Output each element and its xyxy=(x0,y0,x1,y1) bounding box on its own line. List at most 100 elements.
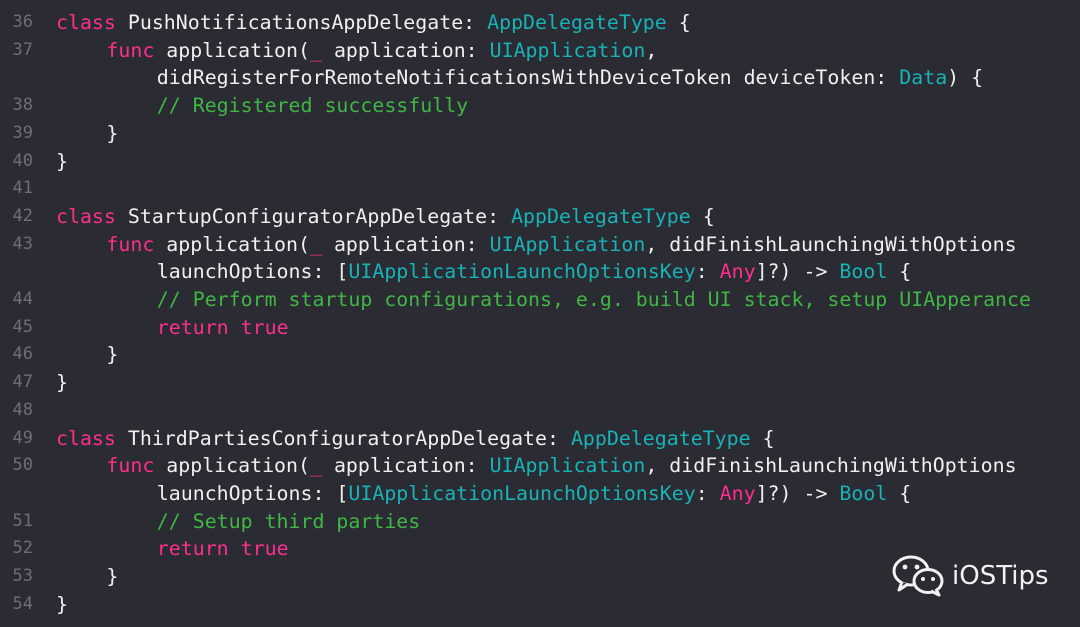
code-token: true xyxy=(240,537,289,561)
code-token: // Registered successfully xyxy=(156,94,469,118)
code-token: AppDelegateType xyxy=(511,204,691,228)
code-token: } xyxy=(106,121,119,145)
wechat-icon xyxy=(892,555,944,597)
code-text: } xyxy=(106,563,118,590)
line-number: 53 xyxy=(12,566,33,586)
code-line[interactable]: didRegisterForRemoteNotificationsWithDev… xyxy=(0,64,1080,91)
code-token: application: xyxy=(321,38,490,62)
line-number: 39 xyxy=(12,122,33,143)
code-token: application: xyxy=(321,232,490,256)
code-text: launchOptions: [UIApplicationLaunchOptio… xyxy=(157,258,911,285)
code-token: class xyxy=(56,204,116,228)
code-token: ThirdPartiesConfiguratorAppDelegate: xyxy=(115,426,571,450)
code-token: _ xyxy=(309,454,322,478)
code-text: launchOptions: [UIApplicationLaunchOptio… xyxy=(157,480,911,507)
code-token: UIApplicationLaunchOptionsKey xyxy=(348,260,696,284)
code-token: { xyxy=(750,426,775,450)
code-token: application( xyxy=(154,232,310,256)
line-number: 40 xyxy=(12,150,33,171)
code-text: // Setup third parties xyxy=(157,508,420,535)
line-number: 51 xyxy=(12,510,33,531)
code-text: class StartupConfiguratorAppDelegate: Ap… xyxy=(56,203,715,230)
code-text: return true xyxy=(157,314,289,341)
code-token: application: xyxy=(321,454,490,478)
code-token: { xyxy=(666,11,691,34)
code-line[interactable]: launchOptions: [UIApplicationLaunchOptio… xyxy=(0,480,1080,507)
code-token: application( xyxy=(154,38,310,62)
code-token: Any xyxy=(719,481,756,505)
code-line[interactable]: 47} xyxy=(0,369,1080,396)
line-number: 47 xyxy=(12,372,33,393)
code-line[interactable]: 40} xyxy=(0,148,1080,175)
code-token: func xyxy=(106,232,155,256)
code-token: _ xyxy=(309,232,322,256)
code-text: // Perform startup configurations, e.g. … xyxy=(157,286,1031,313)
code-token: return xyxy=(156,537,229,561)
code-token: StartupConfiguratorAppDelegate: xyxy=(115,204,512,228)
code-token: , xyxy=(645,38,658,62)
code-line[interactable]: 44 // Perform startup configurations, e.g… xyxy=(0,286,1080,313)
code-token: Data xyxy=(899,66,948,90)
code-token: , didFinishLaunchingWithOptions xyxy=(645,454,1017,478)
code-text: func application(_ application: UIApplic… xyxy=(106,452,1016,479)
code-token: class xyxy=(56,426,116,450)
code-token: } xyxy=(106,565,119,588)
code-token: { xyxy=(887,260,912,284)
code-token: ]?) -> xyxy=(755,260,840,284)
code-line[interactable]: 48 xyxy=(0,397,1080,424)
code-token: launchOptions: [ xyxy=(156,481,349,505)
code-line[interactable]: 38 // Registered successfully xyxy=(0,92,1080,119)
code-line[interactable]: 46} xyxy=(0,341,1080,368)
code-token: launchOptions: [ xyxy=(156,260,349,284)
line-number: 38 xyxy=(12,95,33,116)
code-token: class xyxy=(56,11,116,34)
code-token: } xyxy=(106,343,119,367)
code-token: Bool xyxy=(839,481,888,505)
code-token: { xyxy=(690,204,715,228)
code-token: AppDelegateType xyxy=(487,11,667,34)
code-text: class ThirdPartiesConfiguratorAppDelegat… xyxy=(56,425,775,452)
code-token: ]?) -> xyxy=(755,481,840,505)
code-token: Bool xyxy=(839,260,888,284)
code-token: UIApplication xyxy=(489,38,646,62)
code-token: _ xyxy=(309,38,322,62)
code-token: { xyxy=(887,481,912,505)
watermark-text: iOSTips xyxy=(952,561,1049,591)
code-text: } xyxy=(56,148,68,175)
code-token: } xyxy=(56,371,68,395)
code-token xyxy=(229,537,241,560)
line-number: 46 xyxy=(12,344,33,365)
code-token: true xyxy=(240,315,289,339)
code-token: // Perform startup configurations, e.g. … xyxy=(156,288,1031,311)
line-number: 43 xyxy=(12,233,33,254)
code-text: } xyxy=(56,591,68,618)
code-token: PushNotificationsAppDelegate: xyxy=(115,11,488,34)
code-line[interactable]: 39} xyxy=(0,120,1080,147)
line-number: 44 xyxy=(12,289,33,309)
code-line[interactable]: launchOptions: [UIApplicationLaunchOptio… xyxy=(0,258,1080,285)
line-number: 48 xyxy=(12,399,33,420)
code-text: class PushNotificationsAppDelegate: AppD… xyxy=(56,9,691,36)
code-token: return xyxy=(156,315,229,339)
code-text: func application(_ application: UIApplic… xyxy=(106,231,1016,258)
code-line[interactable]: 54} xyxy=(0,591,1080,618)
code-token: func xyxy=(106,38,155,62)
code-token: , didFinishLaunchingWithOptions xyxy=(645,232,1017,256)
code-line[interactable]: 43 func application(_ application: UIAppl… xyxy=(0,231,1080,258)
code-text: } xyxy=(56,369,68,396)
code-line[interactable]: 53} xyxy=(0,563,1080,590)
code-token: UIApplication xyxy=(489,454,646,478)
code-text: func application(_ application: UIApplic… xyxy=(106,37,657,64)
code-line[interactable]: 41 xyxy=(0,175,1080,202)
code-line[interactable]: 51 // Setup third parties xyxy=(0,508,1080,535)
line-number: 45 xyxy=(12,316,33,337)
code-token: AppDelegateType xyxy=(570,426,751,450)
code-line[interactable]: 45 return true xyxy=(0,314,1080,341)
